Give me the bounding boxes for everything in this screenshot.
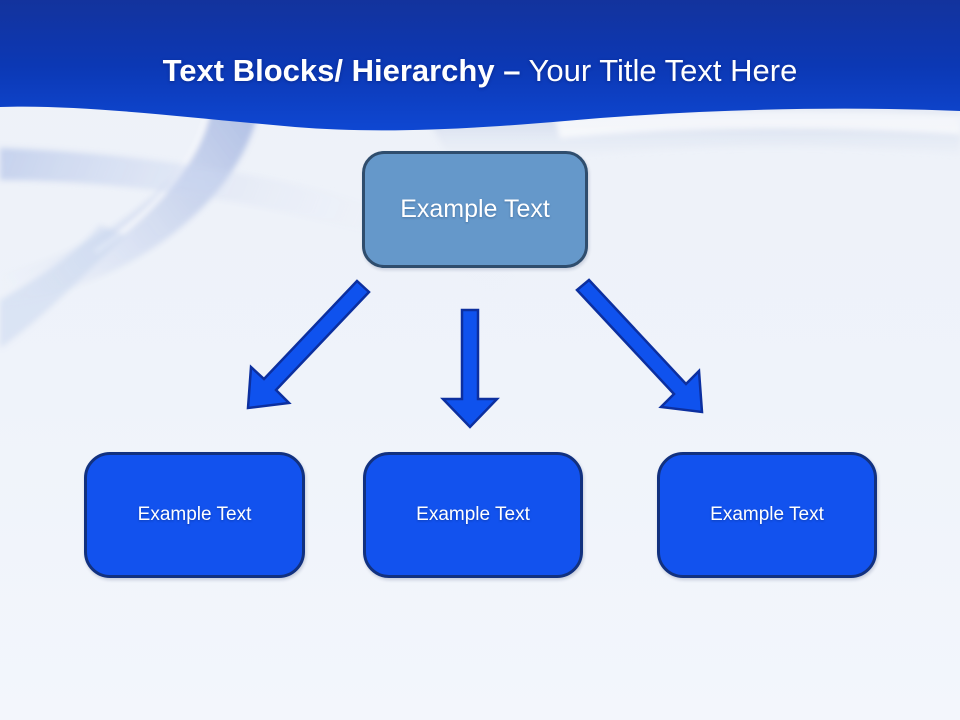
arrow-down-left-icon [246,279,371,410]
slide-title[interactable]: Text Blocks/ Hierarchy – Your Title Text… [0,53,960,88]
arrow-down-icon [440,308,500,429]
child-node-label: Example Text [416,504,530,525]
swoosh-ribbon-left [0,112,258,306]
child-node-label: Example Text [137,504,252,525]
swoosh-ribbon-tail [0,225,125,348]
slide-title-bold-text: Text Blocks/ Hierarchy – [162,53,521,88]
hierarchy-child-node-1[interactable]: Example Text [84,452,305,578]
hierarchy-root-node[interactable]: Example Text [362,151,588,268]
header-band [0,0,960,131]
slide-title-regular-text: Your Title Text Here [520,53,798,88]
arrow-down-right-icon [575,278,704,414]
swoosh-wedge-highlight [555,109,960,138]
child-node-label: Example Text [710,504,824,525]
swoosh-ribbon-cross [0,148,520,300]
hierarchy-child-node-2[interactable]: Example Text [363,452,583,578]
root-node-label: Example Text [400,195,550,223]
hierarchy-child-node-3[interactable]: Example Text [657,452,877,578]
